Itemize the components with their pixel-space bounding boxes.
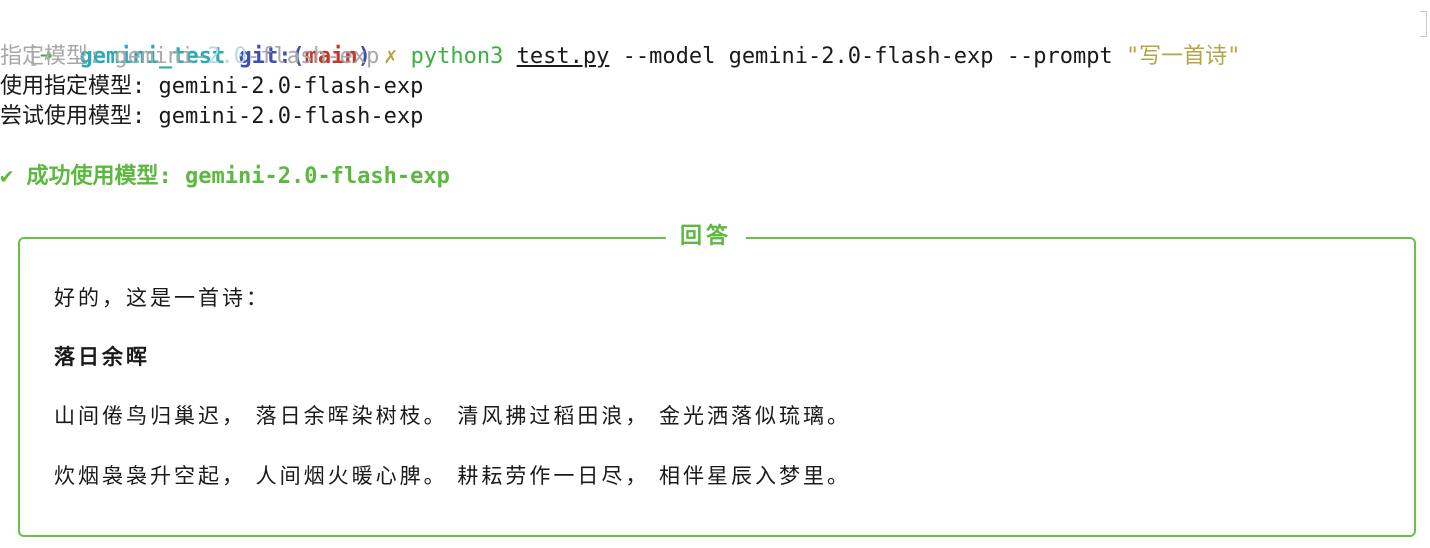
prompt-directory: gemini_test <box>79 44 226 69</box>
command-prompt-string: "写一首诗" <box>1125 44 1241 69</box>
check-icon: ✔ <box>0 164 14 189</box>
dirty-mark-icon: ✗ <box>384 44 398 69</box>
command-line: [➜ gemini_test git:(main) ✗ python3 test… <box>0 12 1241 69</box>
specified-suffix: -flash-exp <box>246 44 380 69</box>
git-label: git:( <box>238 44 305 69</box>
success-text: 成功使用模型: gemini-2.0-flash-exp <box>26 164 450 189</box>
git-branch: main <box>304 44 358 69</box>
answer-panel <box>18 237 1416 537</box>
line-bracket: [ <box>26 44 40 69</box>
command-args: --model gemini-2.0-flash-exp --prompt <box>622 44 1113 69</box>
output-specified-model: 指定模型: gemini-2.0-flash-exp <box>0 42 379 72</box>
command-file: test.py <box>516 44 610 69</box>
specified-prefix: 指定模型: gemini- <box>0 44 208 69</box>
output-using-specified: 使用指定模型: gemini-2.0-flash-exp <box>0 74 424 99</box>
git-close: ) <box>357 44 371 69</box>
right-bracket-mark <box>1420 11 1427 37</box>
answer-intro: 好的，这是一首诗： <box>54 286 270 310</box>
command-name: python3 <box>410 44 504 69</box>
poem-stanza-2: 炊烟袅袅升空起， 人间烟火暖心脾。 耕耘劳作一日尽， 相伴星辰入梦里。 <box>54 464 852 488</box>
prompt-arrow-icon: ➜ <box>39 44 53 69</box>
answer-title: 回答 <box>666 222 747 252</box>
output-success: ✔ 成功使用模型: gemini-2.0-flash-exp <box>0 162 450 192</box>
output-trying: 尝试使用模型: gemini-2.0-flash-exp <box>0 104 424 129</box>
poem-stanza-1: 山间倦鸟归巢迟， 落日余晖染树枝。 清风拂过稻田浪， 金光洒落似琉璃。 <box>54 404 852 428</box>
poem-title: 落日余晖 <box>54 345 150 369</box>
specified-highlight: 2.0 <box>207 44 247 69</box>
